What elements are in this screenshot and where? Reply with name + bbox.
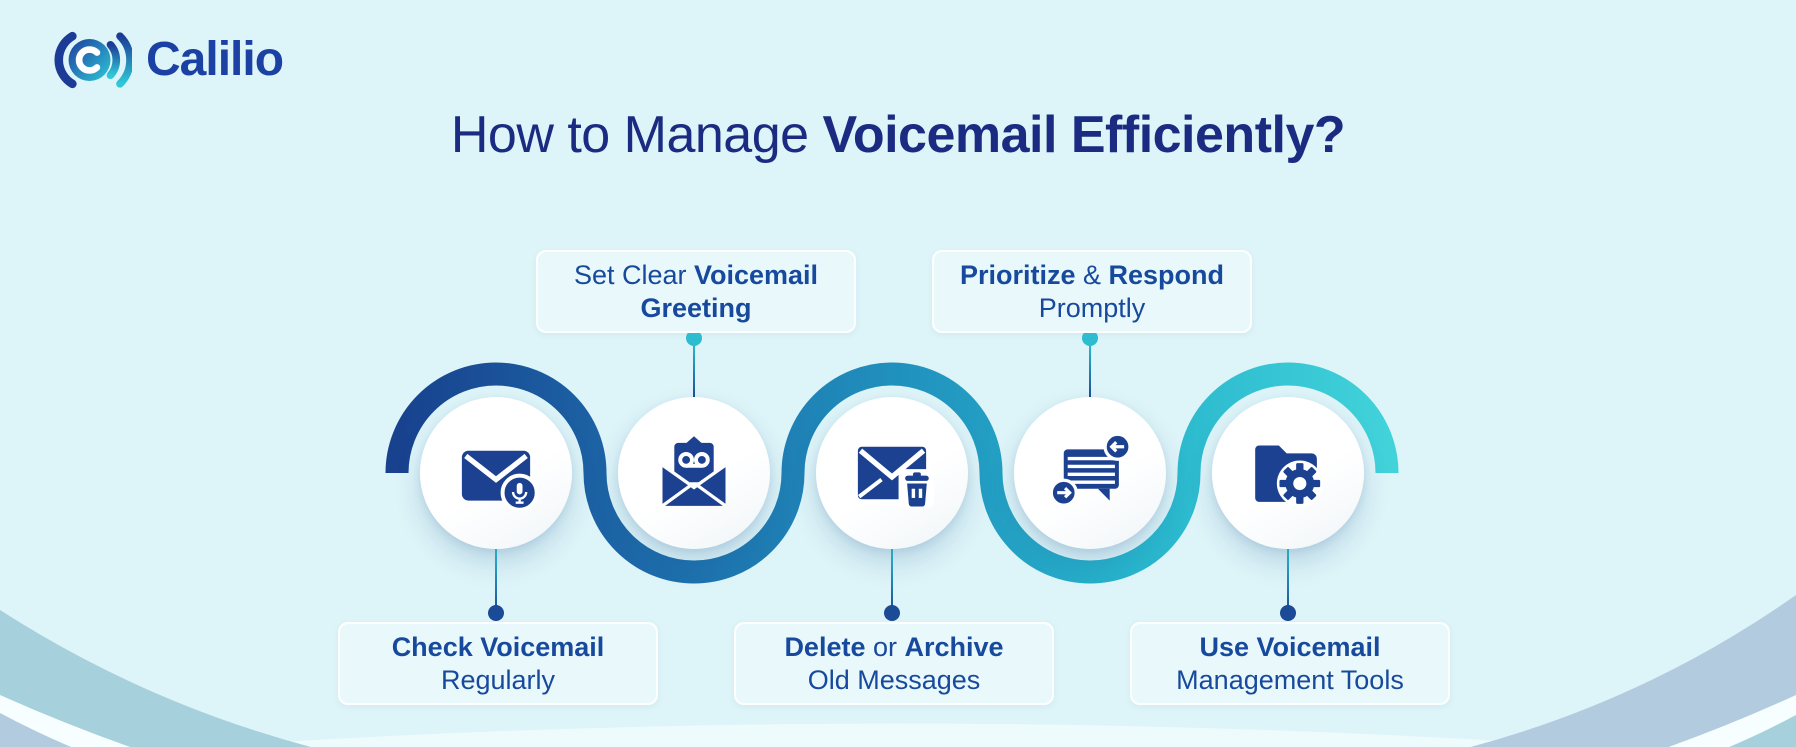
step-label-segment: Use Voicemail xyxy=(1199,631,1381,662)
calilio-soundwave-logo-icon xyxy=(54,31,132,89)
delete-archive-envelope-trash-icon xyxy=(857,446,934,508)
step-label-line: Regularly xyxy=(441,664,555,697)
connector-line-step-3 xyxy=(891,549,893,613)
step-label-segment: Archive xyxy=(904,631,1004,662)
step-label-line: Greeting xyxy=(640,292,751,325)
step-circle-5 xyxy=(1212,397,1364,549)
step-label-line: Delete or Archive xyxy=(784,631,1003,664)
bottom-white-arc xyxy=(200,723,1600,747)
step-label-line: Old Messages xyxy=(808,664,981,697)
step-box-prioritize-respond: Prioritize & Respond Promptly xyxy=(932,250,1252,333)
voicemail-mic-envelope-icon xyxy=(461,450,538,512)
brand-logo: Calilio xyxy=(28,20,284,100)
step-label-line: Set Clear Voicemail xyxy=(574,259,818,292)
connector-dot-step-1 xyxy=(488,605,504,621)
step-label-segment: Old Messages xyxy=(807,664,981,695)
step-label-segment: or xyxy=(865,631,905,662)
page-title: How to Manage Voicemail Efficiently? xyxy=(0,104,1796,166)
step-label-line: Check Voicemail xyxy=(392,631,605,664)
voicemail-tools-folder-gear-icon xyxy=(1255,445,1323,507)
step-circle-4 xyxy=(1014,397,1166,549)
step-circle-3 xyxy=(816,397,968,549)
step-box-management-tools: Use Voicemail Management Tools xyxy=(1130,622,1450,705)
connector-line-step-1 xyxy=(495,549,497,613)
step-label-segment: Delete xyxy=(784,631,866,662)
connector-line-step-4 xyxy=(1089,340,1091,400)
connector-dot-step-2 xyxy=(686,330,702,346)
step-label-segment: Respond xyxy=(1108,259,1225,290)
step-label-segment: Regularly xyxy=(440,664,556,695)
title-regular-part: How to Manage xyxy=(450,106,823,164)
title-bold-part: Voicemail Efficiently? xyxy=(822,106,1346,164)
connector-dot-step-4 xyxy=(1082,330,1098,346)
step-box-set-greeting: Set Clear Voicemail Greeting xyxy=(536,250,856,333)
connector-dot-step-5 xyxy=(1280,605,1296,621)
step-box-delete-archive: Delete or Archive Old Messages xyxy=(734,622,1054,705)
connector-line-step-2 xyxy=(693,340,695,400)
step-label-segment: Promptly xyxy=(1038,292,1146,323)
step-label-segment: Greeting xyxy=(640,292,752,323)
step-label-line: Use Voicemail xyxy=(1199,631,1380,664)
step-label-segment: & xyxy=(1075,259,1109,290)
connector-line-step-5 xyxy=(1287,549,1289,613)
step-box-check-voicemail: Check Voicemail Regularly xyxy=(338,622,658,705)
step-label-segment: Set Clear xyxy=(573,259,694,290)
step-label-segment: Voicemail xyxy=(694,259,819,290)
step-label-line: Prioritize & Respond xyxy=(960,259,1224,292)
bottom-right-swoosh xyxy=(1470,595,1796,747)
step-label-segment: Check Voicemail xyxy=(391,631,605,662)
step-label-line: Promptly xyxy=(1039,292,1146,325)
prioritize-respond-chat-arrows-icon xyxy=(1049,432,1132,507)
step-label-segment: Prioritize xyxy=(959,259,1076,290)
bottom-left-swoosh xyxy=(0,610,311,747)
step-label-segment: Management Tools xyxy=(1176,664,1404,695)
step-circle-1 xyxy=(420,397,572,549)
flow-wave xyxy=(385,362,1399,584)
voicemail-greeting-envelope-icon xyxy=(661,436,727,508)
step-label-line: Management Tools xyxy=(1176,664,1404,697)
step-circle-2 xyxy=(618,397,770,549)
connector-dot-step-3 xyxy=(884,605,900,621)
brand-name: Calilio xyxy=(146,33,284,86)
